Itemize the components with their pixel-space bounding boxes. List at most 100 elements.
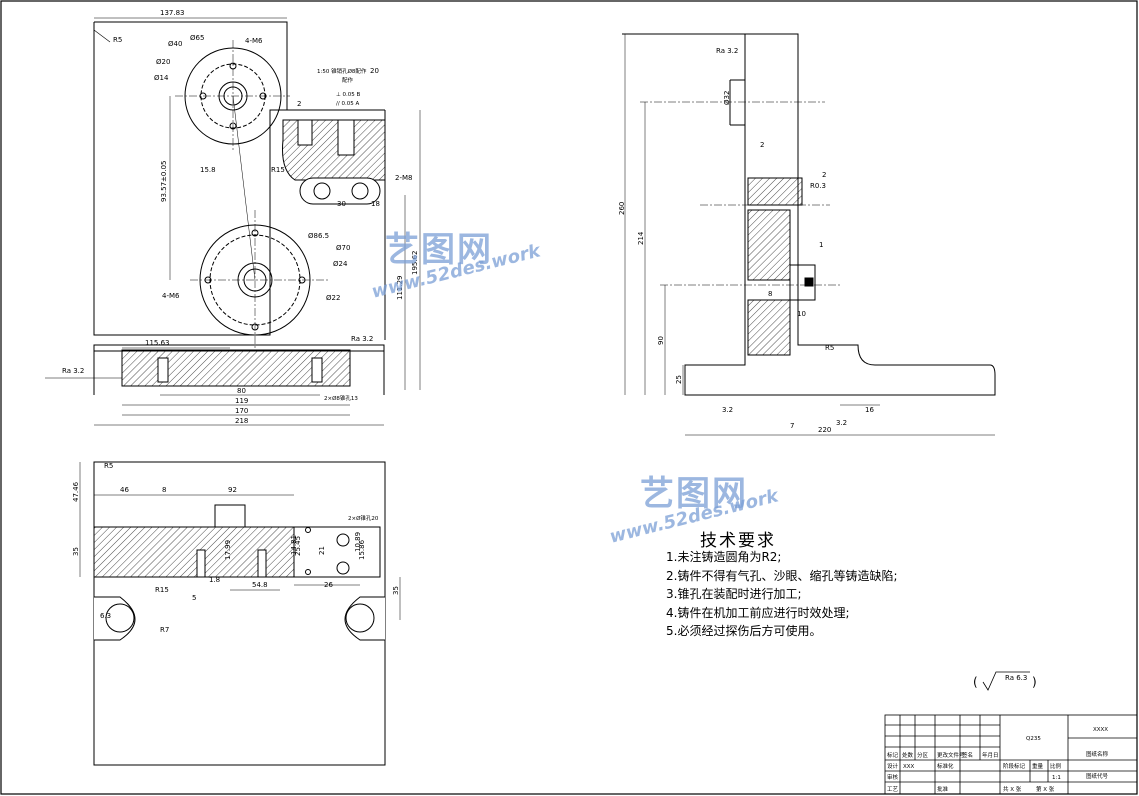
svg-text:标记: 标记 (887, 751, 899, 759)
svg-text:Ø24: Ø24 (333, 260, 348, 268)
svg-text:119: 119 (235, 397, 248, 405)
svg-text:R5: R5 (825, 344, 834, 352)
svg-text:2: 2 (822, 171, 826, 179)
svg-text:25.45: 25.45 (294, 536, 302, 556)
svg-text:6.3: 6.3 (100, 612, 111, 620)
svg-text:设计: 设计 (887, 762, 899, 770)
svg-text:15.86: 15.86 (358, 539, 366, 560)
svg-text:260: 260 (618, 202, 626, 215)
svg-text:111.29: 111.29 (396, 276, 404, 301)
svg-text:54.8: 54.8 (252, 581, 268, 589)
svg-text:137.83: 137.83 (160, 9, 185, 17)
svg-text:25: 25 (675, 375, 683, 384)
section-view (93, 461, 386, 766)
svg-text:图纸代号: 图纸代号 (1086, 772, 1109, 780)
svg-text:Ra 3.2: Ra 3.2 (62, 367, 84, 375)
svg-text:图纸名称: 图纸名称 (1086, 750, 1109, 758)
svg-text:第 X 张: 第 X 张 (1036, 785, 1055, 793)
svg-text:Ø32: Ø32 (723, 91, 731, 105)
svg-text:比例: 比例 (1050, 762, 1062, 770)
svg-text:4-M6: 4-M6 (162, 292, 180, 300)
svg-text:93.57±0.05: 93.57±0.05 (160, 161, 168, 203)
svg-text:标准化: 标准化 (937, 762, 954, 770)
tech-requirement-item: 2.铸件不得有气孔、沙眼、缩孔等铸造缺陷; (666, 568, 898, 583)
svg-text:1:50 锥销孔Ø8配作: 1:50 锥销孔Ø8配作 (317, 67, 367, 75)
svg-text:15.8: 15.8 (200, 166, 216, 174)
svg-text:8: 8 (768, 290, 772, 298)
svg-text:195.62: 195.62 (411, 251, 419, 276)
svg-text:1:1: 1:1 (1052, 775, 1061, 781)
svg-text:46: 46 (120, 486, 129, 494)
side-view (622, 33, 996, 396)
tech-requirement-item: 3.锥孔在装配时进行加工; (666, 587, 802, 601)
section-view-labels: 47.46 R5 46 8 92 35 17.99 5 1.8 54.8 26 … (72, 462, 400, 634)
side-view-dimensions (624, 34, 995, 436)
svg-text:3.2: 3.2 (722, 406, 733, 414)
svg-text:⊥ 0.05 B: ⊥ 0.05 B (336, 92, 361, 98)
svg-text:3.2: 3.2 (836, 419, 847, 427)
watermark-text-cn-1: 艺图网 (385, 230, 493, 270)
svg-text:R15: R15 (271, 166, 285, 174)
svg-text:Ø20: Ø20 (156, 58, 170, 66)
svg-text:阶段标记: 阶段标记 (1003, 762, 1026, 770)
svg-text:R5: R5 (104, 462, 113, 470)
svg-text:配作: 配作 (342, 76, 354, 84)
svg-text:共 X 张: 共 X 张 (1003, 785, 1022, 793)
svg-text:2×Ø锥孔20: 2×Ø锥孔20 (348, 514, 379, 522)
svg-text:2: 2 (297, 100, 301, 108)
section-view-dimensions (79, 462, 401, 620)
svg-text:20: 20 (370, 67, 379, 75)
svg-text:10.89: 10.89 (354, 532, 362, 552)
svg-text:8: 8 (162, 486, 166, 494)
svg-text:Ø22: Ø22 (326, 294, 340, 302)
svg-text:220: 220 (818, 426, 831, 434)
svg-text:XXXX: XXXX (1093, 727, 1108, 733)
tech-requirements-title: 技术要求 (700, 531, 776, 551)
top-view-dimensions (45, 17, 421, 426)
svg-text:2: 2 (760, 141, 764, 149)
svg-text:5: 5 (192, 594, 196, 602)
svg-text:Ø86.5: Ø86.5 (308, 232, 329, 240)
svg-text:4-M6: 4-M6 (245, 37, 263, 45)
svg-text:工艺: 工艺 (887, 786, 899, 793)
svg-text:18: 18 (371, 200, 380, 208)
svg-text:1: 1 (819, 241, 823, 249)
svg-text:26: 26 (324, 581, 333, 589)
svg-text:R7: R7 (160, 626, 169, 634)
tech-requirement-item: 5.必须经过探伤后方可使用。 (666, 624, 822, 638)
svg-text:10: 10 (797, 310, 806, 318)
svg-text:Ø65: Ø65 (190, 34, 204, 42)
svg-text:签名: 签名 (962, 751, 973, 759)
tech-requirements-list: 1.未注铸造圆角为R2; 2.铸件不得有气孔、沙眼、缩孔等铸造缺陷; 3.锥孔在… (666, 548, 898, 641)
svg-text:处数: 处数 (902, 751, 914, 759)
svg-text:21: 21 (318, 546, 326, 555)
svg-text:年月日: 年月日 (982, 751, 999, 759)
svg-text:XXX: XXX (903, 764, 915, 770)
svg-text:2×Ø8锥孔13: 2×Ø8锥孔13 (324, 394, 358, 402)
svg-text:审核: 审核 (887, 773, 899, 781)
title-block (884, 714, 1138, 795)
svg-text:重量: 重量 (1032, 762, 1044, 770)
top-view (93, 21, 386, 395)
svg-text:R0.3: R0.3 (810, 182, 826, 190)
svg-text:Ra 3.2: Ra 3.2 (351, 335, 373, 343)
svg-text:分区: 分区 (917, 751, 929, 759)
svg-text:170: 170 (235, 407, 248, 415)
svg-text:214: 214 (637, 231, 645, 245)
svg-text:Ø14: Ø14 (154, 74, 169, 82)
svg-text:R15: R15 (155, 586, 169, 594)
svg-text:7: 7 (790, 422, 794, 430)
tech-requirement-item: 4.铸件在机加工前应进行时效处理; (666, 605, 850, 620)
svg-text:// 0.05 A: // 0.05 A (336, 101, 359, 107)
svg-text:更改文件号: 更改文件号 (937, 751, 965, 759)
svg-text:Q235: Q235 (1026, 736, 1041, 742)
svg-text:Ø40: Ø40 (168, 40, 182, 48)
svg-text:14.81: 14.81 (290, 535, 298, 555)
top-view-labels: 137.83 R5 Ø65 Ø40 4-M6 Ø20 Ø14 1:50 锥销孔Ø… (62, 9, 419, 425)
svg-text:35: 35 (72, 547, 80, 556)
tech-requirement-item: 1.未注铸造圆角为R2; (666, 550, 782, 564)
general-roughness: ( Ra 6.3 ) (973, 671, 1037, 691)
svg-text:92: 92 (228, 486, 237, 494)
